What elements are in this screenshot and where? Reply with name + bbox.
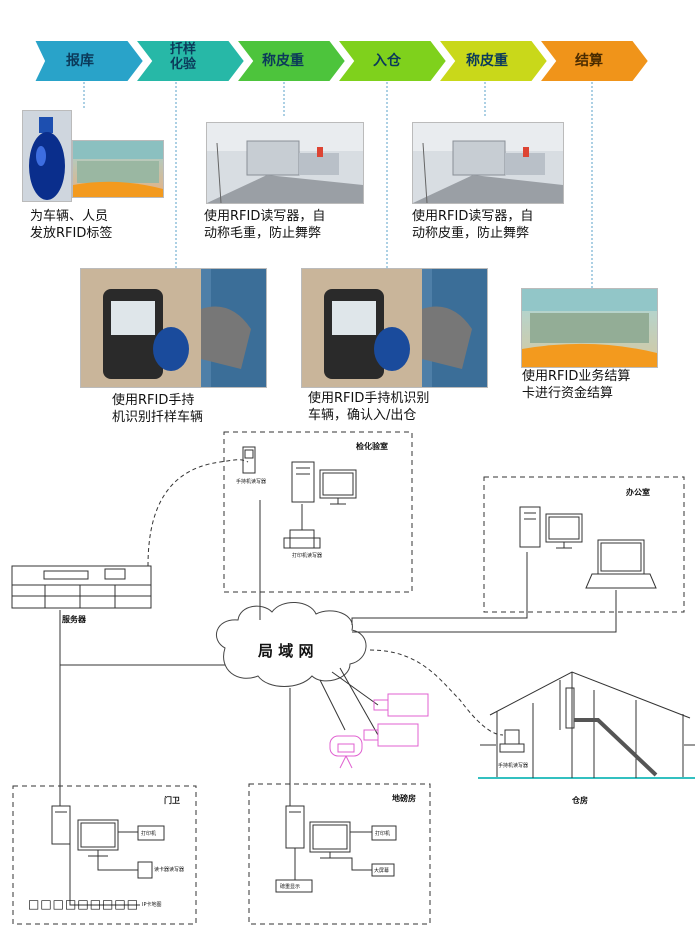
lab-computer-icon (291, 461, 357, 505)
caption-settlement-card: 使用RFID业务结算 卡进行资金结算 (522, 369, 631, 401)
process-step-arrow (233, 39, 348, 83)
caption-sampling-handheld: 使用RFID手持 机识别扦样车辆 (112, 393, 204, 425)
step-label-report: 报库 (66, 53, 94, 69)
step-label-settlement: 结算 (575, 53, 603, 69)
camera-icons (329, 693, 429, 769)
lab-printer-label: 打印机读写器 (292, 553, 323, 559)
warehouse-label: 仓房 (572, 796, 588, 805)
lan-cloud-icon (215, 602, 367, 687)
rfid-tag-image (22, 110, 72, 202)
lab-printer-icon (283, 504, 321, 549)
process-arrow-bar (32, 39, 651, 83)
handheld-photo-sampling (80, 268, 267, 388)
gate-reader-label: 读卡器读写器 (154, 867, 185, 873)
connector-lines (83, 82, 593, 288)
rfid-card-image (72, 140, 164, 198)
server-label: 服务器 (62, 615, 86, 624)
office-room-box (483, 476, 685, 613)
caption-weigh-tare: 使用RFID读写器，自 动称皮重，防止舞弊 (412, 209, 534, 241)
lab-handheld-icon (242, 446, 256, 474)
gate-bottom-text: □□□□□□□□□ (28, 897, 140, 911)
handheld-photo-warehouse (301, 268, 488, 388)
gate-room-box (12, 785, 197, 925)
scale-monitor-label: 磅重显示 (280, 884, 301, 890)
lab-room-box (223, 431, 413, 593)
caption-weigh-gross: 使用RFID读写器，自 动称毛重，防止舞弊 (204, 209, 326, 241)
step-label-sampling: 扦样 化验 (170, 42, 197, 72)
office-room-label: 办公室 (626, 488, 650, 497)
scale-room-box (248, 783, 431, 925)
process-step-arrow (132, 39, 247, 83)
scale-computer-icon (275, 805, 397, 893)
process-step-arrow (334, 39, 449, 83)
process-step-arrow (32, 39, 146, 83)
lan-label: 局 域 网 (258, 642, 314, 660)
process-step-arrow (435, 39, 550, 83)
weighbridge-photo-gross (206, 122, 364, 204)
scale-room-label: 地磅房 (392, 794, 416, 803)
network-diagram (11, 431, 695, 925)
warehouse-reader-label: 手持机读写器 (498, 763, 529, 769)
settlement-card-image (521, 288, 658, 368)
gate-ip-label: IP卡地图 (142, 902, 162, 908)
gate-printer-label: 打印机 (141, 831, 157, 837)
step-label-weigh-tare: 称皮重 (466, 53, 508, 69)
lab-room-label: 检化验室 (356, 442, 388, 451)
gate-computer-icon (51, 805, 165, 906)
weighbridge-photo-tare (412, 122, 564, 204)
scale-printer-label: 打印机 (375, 831, 391, 837)
caption-warehouse-handheld: 使用RFID手持机识别 车辆，确认入/出仓 (308, 391, 430, 423)
office-computer-icon (519, 506, 583, 549)
step-label-weigh-gross: 称皮重 (262, 53, 304, 69)
warehouse-icon (478, 671, 695, 779)
scale-display-label: 大屏幕 (374, 868, 390, 874)
process-step-arrow (536, 39, 651, 83)
server-icon (11, 565, 152, 609)
step-label-warehouse-in: 入仓 (373, 53, 401, 69)
gate-room-label: 门卫 (164, 796, 180, 805)
lab-handheld-label: 手持机读写器 (236, 479, 267, 485)
caption-issue-tags: 为车辆、人员 发放RFID标签 (30, 209, 113, 241)
office-laptop-icon (585, 539, 657, 589)
